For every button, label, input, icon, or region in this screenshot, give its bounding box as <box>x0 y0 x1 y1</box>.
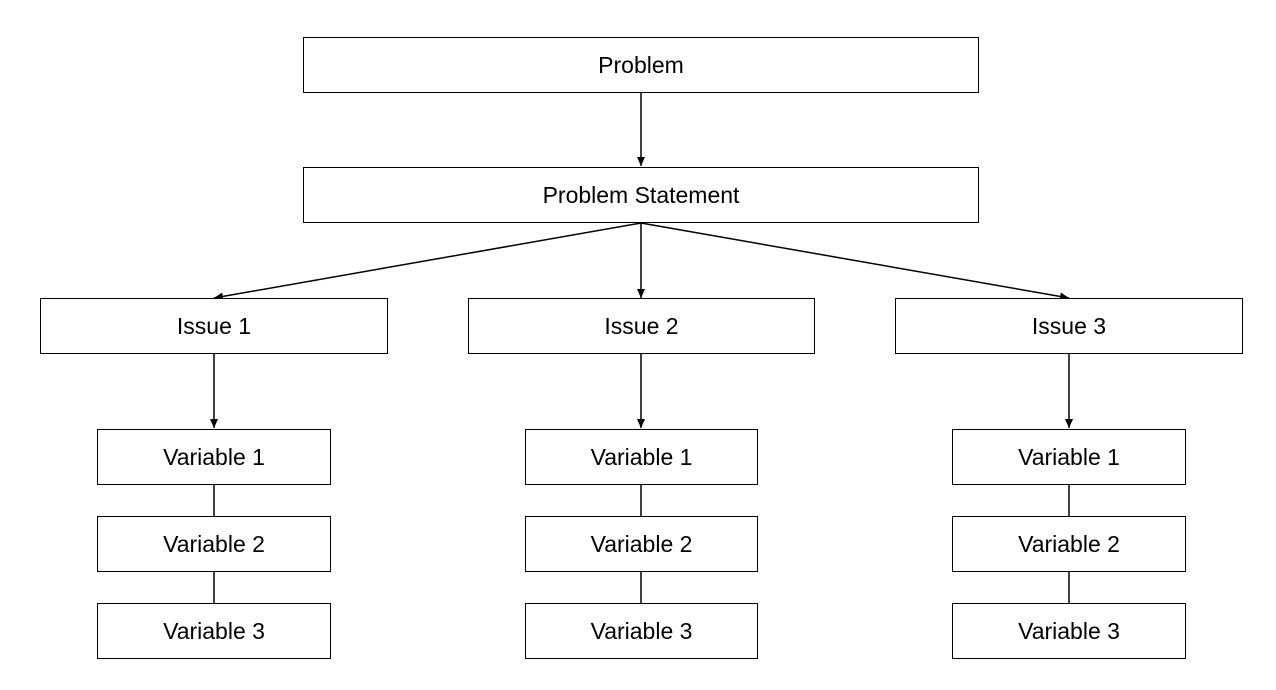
issue-1-box: Issue 1 <box>40 298 388 354</box>
problem-statement-box: Problem Statement <box>303 167 979 223</box>
arrow-statement-to-issue-1 <box>213 222 642 301</box>
arrow-statement-to-issue-3 <box>640 222 1070 301</box>
issue-2-variable-3-box: Variable 3 <box>525 603 758 659</box>
issue-1-variable-1-box: Variable 1 <box>97 429 331 485</box>
problem-box: Problem <box>303 37 979 93</box>
issue-2-variable-2-box: Variable 2 <box>525 516 758 572</box>
issue-3-variable-2-box: Variable 2 <box>952 516 1186 572</box>
issue-3-variable-1-box: Variable 1 <box>952 429 1186 485</box>
issue-3-variable-3-box: Variable 3 <box>952 603 1186 659</box>
issue-2-box: Issue 2 <box>468 298 815 354</box>
issue-3-box: Issue 3 <box>895 298 1243 354</box>
issue-2-variable-1-box: Variable 1 <box>525 429 758 485</box>
issue-1-variable-3-box: Variable 3 <box>97 603 331 659</box>
issue-1-variable-2-box: Variable 2 <box>97 516 331 572</box>
